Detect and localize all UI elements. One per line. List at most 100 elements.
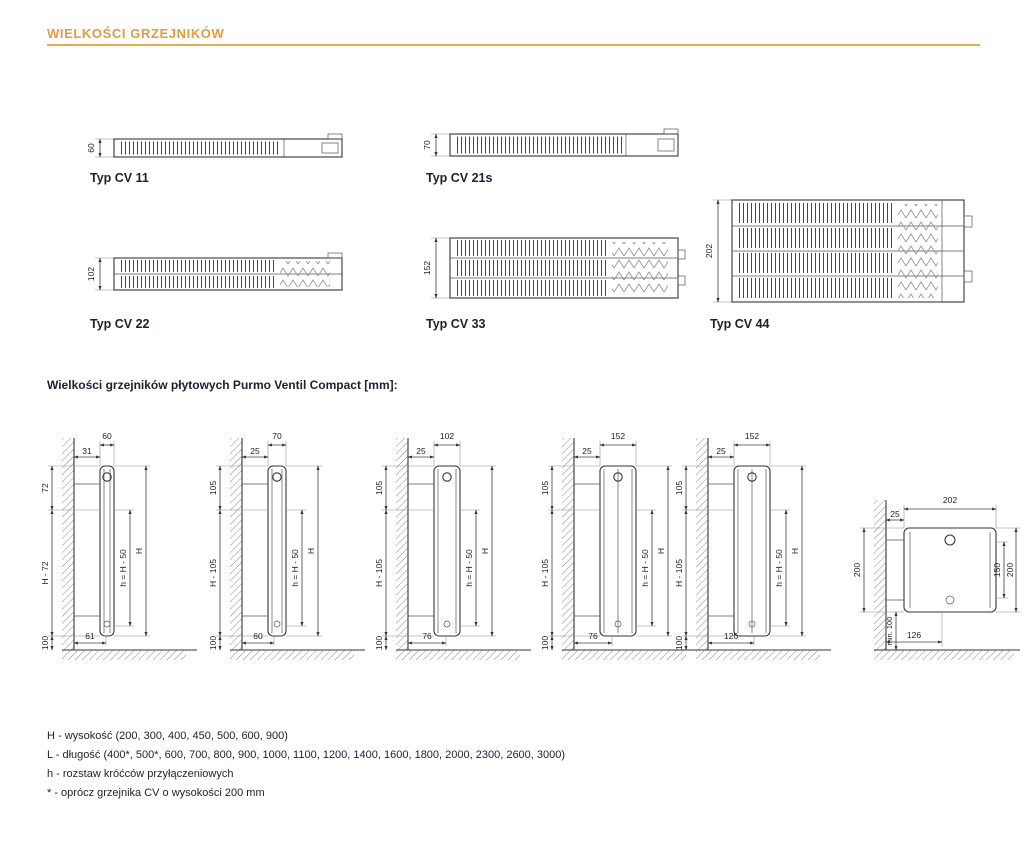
wall-hatching (696, 438, 708, 650)
floor-hatching (62, 650, 186, 660)
dim-top-offset: 105 (374, 481, 384, 495)
dim-height: 200 (852, 563, 862, 577)
dim-overall-height: H (306, 548, 316, 554)
cross-section-cv44: 202 (704, 199, 973, 303)
dim-connection-spacing: h = H - 50 (774, 549, 784, 587)
radiator-body (903, 527, 997, 613)
connection-tab (963, 215, 973, 228)
dim-body-height: H - 105 (208, 559, 218, 587)
cross-section-cv33: 152 (422, 237, 686, 299)
convector-pattern (612, 242, 668, 294)
legend-line-length: L - długość (400*, 500*, 600, 700, 800, … (47, 749, 566, 761)
fin-pattern (736, 278, 894, 298)
dim-depth: 70 (422, 140, 432, 150)
radiator-profile (449, 133, 679, 157)
connection-tab (677, 249, 686, 260)
dim-bottom-offset: 126 (907, 630, 921, 640)
dim-wall-gap: 25 (416, 446, 426, 456)
floor-hatching (230, 650, 354, 660)
dim-depth: 152 (611, 431, 625, 441)
type-label-cv11: Typ CV 11 (90, 171, 149, 185)
connection-tab (663, 128, 679, 135)
dim-body-height: H - 105 (674, 559, 684, 587)
air-vent-valve (613, 472, 623, 482)
dim-wall-gap: 31 (82, 446, 92, 456)
side-view-cv44: 152 25 105 H - 105 100 h = H - 50 H 126 (674, 431, 831, 660)
dim-bottom-offset: 76 (588, 631, 598, 641)
dim-overall-height: 200 (1005, 563, 1015, 577)
cross-section-cv11: 60 (86, 133, 343, 158)
wall-hatching (396, 438, 408, 650)
dim-depth: 60 (102, 431, 112, 441)
dim-overall-height: H (656, 548, 666, 554)
dim-connection-spacing: h = H - 50 (464, 549, 474, 587)
dim-depth: 152 (745, 431, 759, 441)
drain-valve (614, 620, 622, 628)
dim-depth: 60 (86, 143, 96, 153)
dim-floor-clearance: 100 (40, 636, 50, 650)
air-vent-valve (442, 472, 452, 482)
legend-line-height: H - wysokość (200, 300, 400, 450, 500, 6… (47, 730, 288, 742)
wall-hatching (62, 438, 74, 650)
drain-valve (103, 620, 111, 628)
fin-pattern (454, 136, 622, 154)
legend: H - wysokość (200, 300, 400, 450, 500, 6… (47, 730, 565, 806)
dim-connection-spacing: h = H - 50 (118, 549, 128, 587)
floor-detail-cv44: 202 25 200 150 200 min. 100 126 (852, 495, 1020, 660)
dim-top-offset: 72 (40, 483, 50, 493)
dim-overall-height: H (790, 548, 800, 554)
type-label-cv22: Typ CV 22 (90, 317, 150, 331)
cross-section-cv21s: 70 (422, 128, 679, 157)
dim-body-height: H - 105 (374, 559, 384, 587)
header-rule (47, 44, 980, 46)
dim-connection-spacing: h = H - 50 (290, 549, 300, 587)
side-view-cv33: 152 25 105 H - 105 100 h = H - 50 H 76 (540, 431, 697, 660)
convector-pattern (280, 261, 330, 287)
air-vent-valve (272, 472, 282, 482)
dim-bottom-offset: 126 (724, 631, 738, 641)
dim-depth: 70 (272, 431, 282, 441)
wall-hatching (562, 438, 574, 650)
radiator-profile (113, 138, 343, 158)
dim-depth: 202 (704, 244, 714, 258)
fin-pattern (454, 240, 606, 256)
dim-bottom-offset: 61 (85, 631, 95, 641)
side-view-cv21s: 70 25 105 H - 105 100 h = H - 50 H 60 (208, 431, 365, 660)
dim-depth: 102 (440, 431, 454, 441)
radiator-body (733, 465, 771, 637)
dim-connection-spacing: h = H - 50 (640, 549, 650, 587)
radiator-body (267, 465, 287, 637)
type-label-cv44: Typ CV 44 (710, 317, 770, 331)
dim-body-height: H - 72 (40, 561, 50, 584)
type-label-cv33: Typ CV 33 (426, 317, 486, 331)
fin-pattern (118, 276, 276, 288)
dim-floor-clearance: 100 (674, 636, 684, 650)
convector-pattern (898, 204, 938, 298)
drain-valve (273, 620, 281, 628)
floor-hatching (396, 650, 520, 660)
connection-tab (677, 275, 686, 286)
drain-valve (443, 620, 451, 628)
dim-wall-gap: 25 (716, 446, 726, 456)
dim-top-offset: 105 (540, 481, 550, 495)
dim-floor-clearance: 100 (374, 636, 384, 650)
drain-valve (748, 620, 756, 628)
radiator-body (99, 465, 115, 637)
fin-pattern (118, 260, 276, 272)
type-label-cv21s: Typ CV 21s (426, 171, 493, 185)
dim-bottom-offset: 76 (422, 631, 432, 641)
radiator-body (433, 465, 461, 637)
connection-tab (963, 270, 973, 283)
dim-top-offset: 105 (208, 481, 218, 495)
wall-hatching (230, 438, 242, 650)
fin-pattern (736, 253, 894, 273)
side-view-cv11: 60 31 72 H - 72 100 h = H - 50 H 61 (40, 431, 197, 660)
dim-overall-height: H (134, 548, 144, 554)
wall-hatching (874, 500, 886, 650)
legend-line-spacing: h - rozstaw króćców przyłączeniowych (47, 768, 234, 780)
section-heading: Wielkości grzejników płytowych Purmo Ven… (47, 378, 398, 392)
cross-section-cv22: 102 (86, 252, 343, 291)
floor-hatching (696, 650, 820, 660)
fin-pattern (118, 141, 280, 155)
